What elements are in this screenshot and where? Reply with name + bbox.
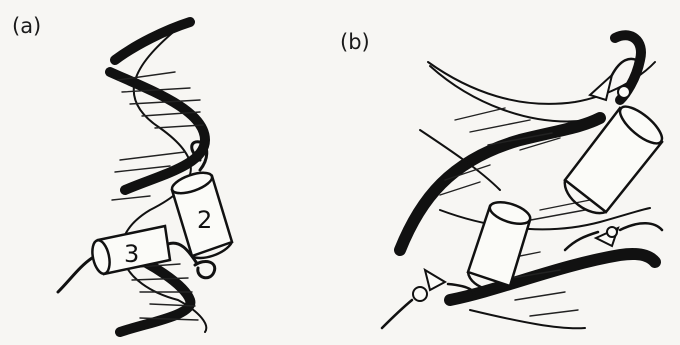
helix-3-label: 3: [124, 240, 139, 268]
helix-2-label: 2: [197, 206, 212, 234]
panel-b-upper-helix-cylinder: [565, 101, 668, 213]
